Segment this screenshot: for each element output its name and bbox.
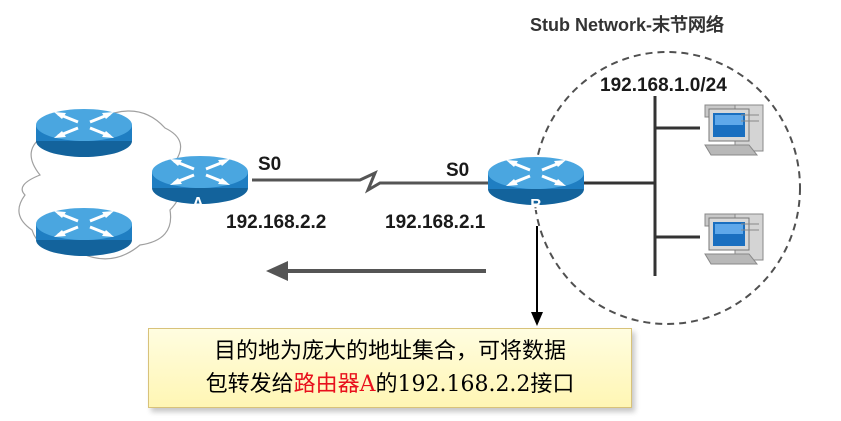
note-line-2-suffix: 的192.168.2.2接口 [375, 372, 575, 397]
stub-network-title: Stub Network-末节网络 [530, 14, 724, 35]
router-b-ip: 192.168.2.1 [385, 212, 486, 233]
note-line-2: 包转发给路由器A的192.168.2.2接口 [149, 368, 631, 401]
router-a-ip: 192.168.2.2 [226, 212, 326, 233]
note-line-1: 目的地为庞大的地址集合，可将数据 [213, 339, 566, 364]
note-highlight: 路由器A [293, 372, 376, 397]
explanation-note: 目的地为庞大的地址集合，可将数据 包转发给路由器A的192.168.2.2接口 [148, 328, 632, 408]
router-b-label: B [530, 197, 542, 214]
router-b-interface: S0 [446, 160, 469, 181]
router-a-label: A [192, 195, 204, 212]
subnet-label: 192.168.1.0/24 [600, 75, 727, 96]
router-icon [34, 107, 134, 159]
direction-arrow-head [266, 261, 288, 281]
note-line-2-prefix: 包转发给 [205, 372, 294, 397]
pointer-arrow-head [531, 312, 543, 326]
router-icon [34, 206, 134, 258]
computer-icon [704, 104, 764, 156]
serial-link [252, 170, 490, 194]
router-a-interface: S0 [258, 154, 281, 175]
computer-icon [704, 213, 764, 265]
